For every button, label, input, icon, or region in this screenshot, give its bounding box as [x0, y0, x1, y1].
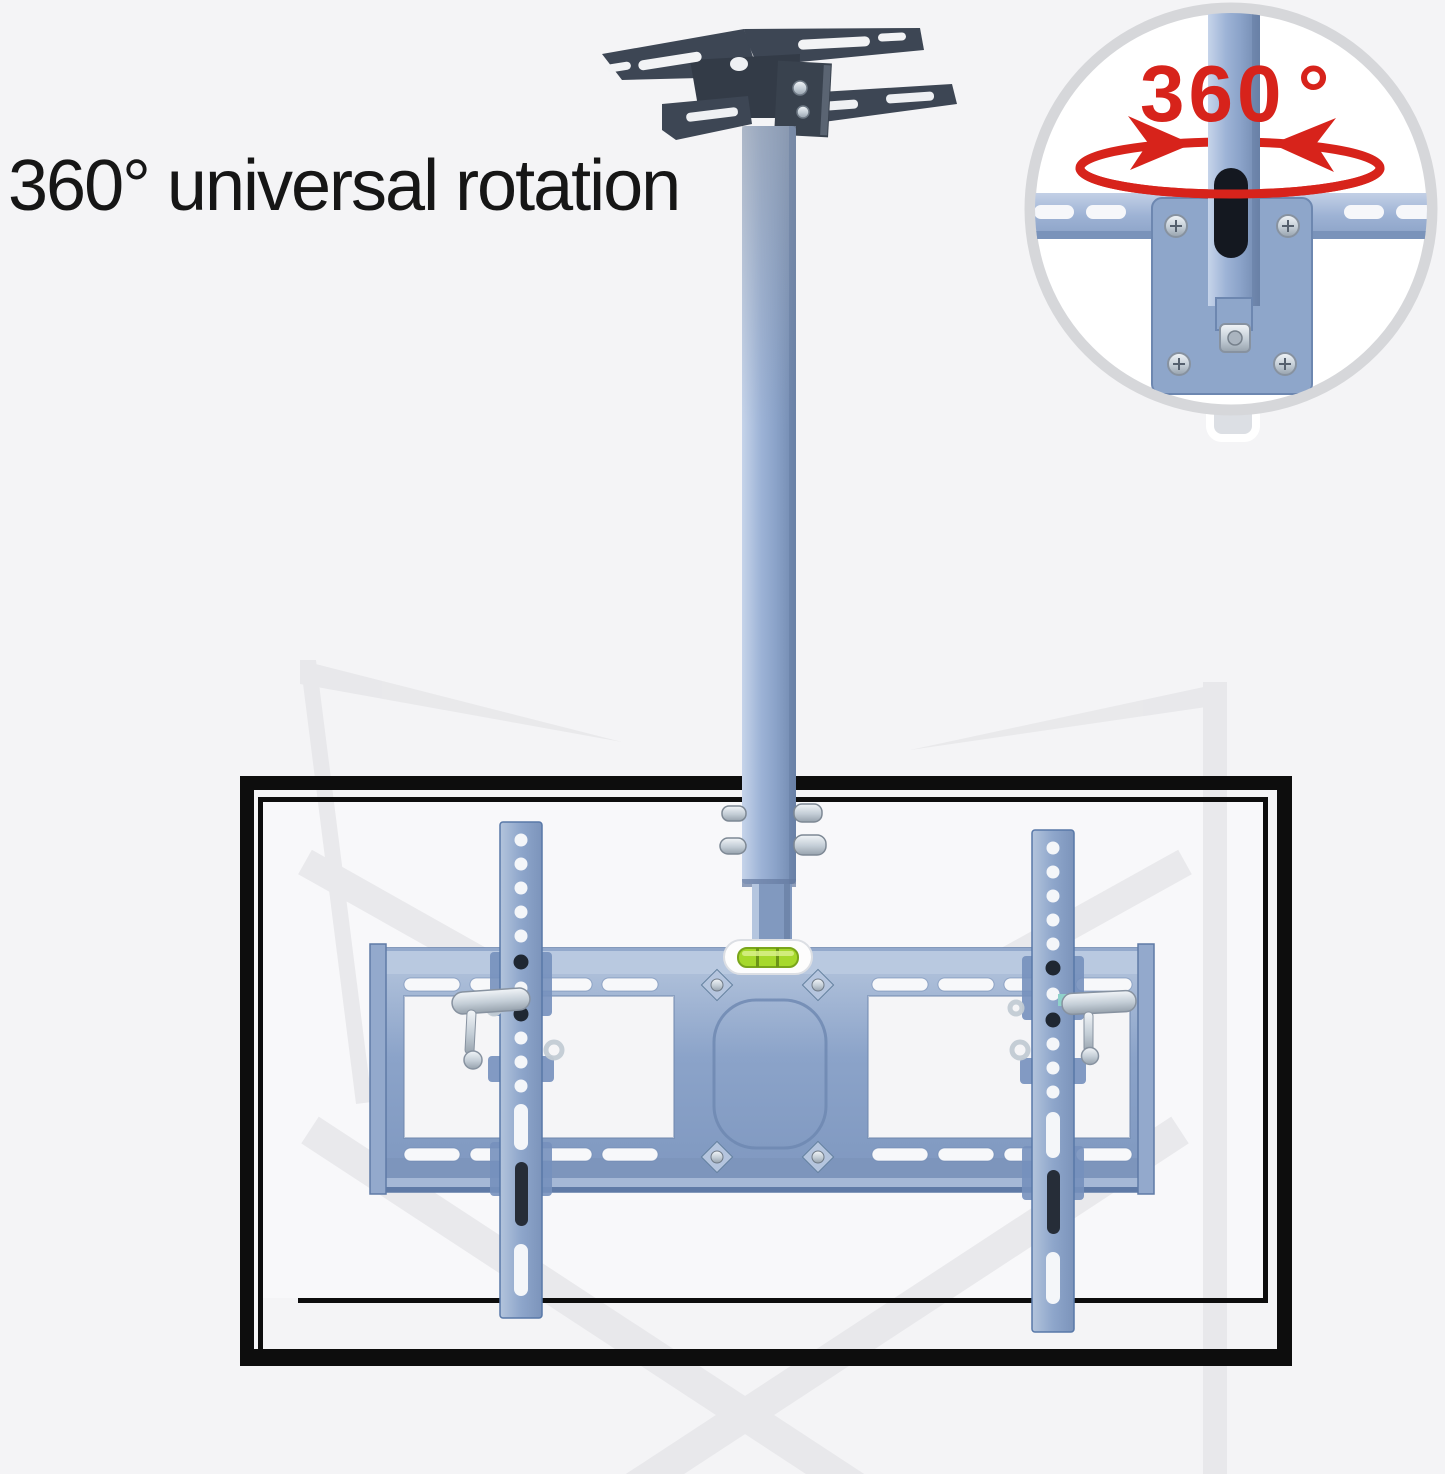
wing-screw-left-upper [721, 805, 747, 822]
tv-inner-bezel-left [258, 797, 263, 1349]
ceiling-plate-slots [607, 32, 906, 73]
telescope-seam [742, 879, 796, 887]
wing-screw-left-lower [719, 837, 747, 855]
wing-screw-right-upper [793, 803, 823, 823]
tv-inner-bezel-right [1263, 797, 1268, 1302]
zoom-inset-circle: 360° [1024, 2, 1438, 416]
inset-degree-symbol: ° [1297, 49, 1334, 138]
tilt-lock-handle-right [1058, 989, 1137, 1066]
rotation-arrow-right-icon [1272, 118, 1336, 172]
headline-text: 360° universal rotation [8, 146, 681, 226]
inset-rotation-number: 360 [1140, 49, 1286, 138]
ceiling-mount-plate [602, 28, 957, 140]
inset-illustration [1024, 2, 1438, 416]
inset-screw-crosses [1170, 220, 1294, 370]
pole-wing-screws [719, 803, 827, 856]
inset-pole-slot-hole [1214, 168, 1248, 258]
wing-screw-right-lower [793, 834, 827, 856]
vesa-rail-left [488, 821, 554, 1319]
rotation-arrow-left-icon [1128, 116, 1192, 170]
inset-pole [1208, 13, 1260, 353]
plate-center-emboss [712, 998, 828, 1150]
extension-pole [742, 126, 796, 948]
tilt-lock-handle-left [451, 987, 531, 1070]
inset-rail-slots [1035, 205, 1427, 219]
pole-clamp-bracket [774, 60, 832, 138]
bubble-level [723, 939, 813, 975]
rail-holes [1046, 841, 1060, 1099]
plate-corner-screws [700, 968, 835, 1174]
inset-rotation-label: 360° [1140, 54, 1333, 134]
vesa-rail-right [1020, 829, 1086, 1333]
plate-end-cap-left [369, 943, 387, 1195]
ceiling-plate-hole [730, 57, 748, 71]
rotation-ellipse-front [1075, 167, 1385, 199]
plate-end-cap-right [1137, 943, 1155, 1195]
tv-inner-bezel-bottom [298, 1298, 1268, 1303]
